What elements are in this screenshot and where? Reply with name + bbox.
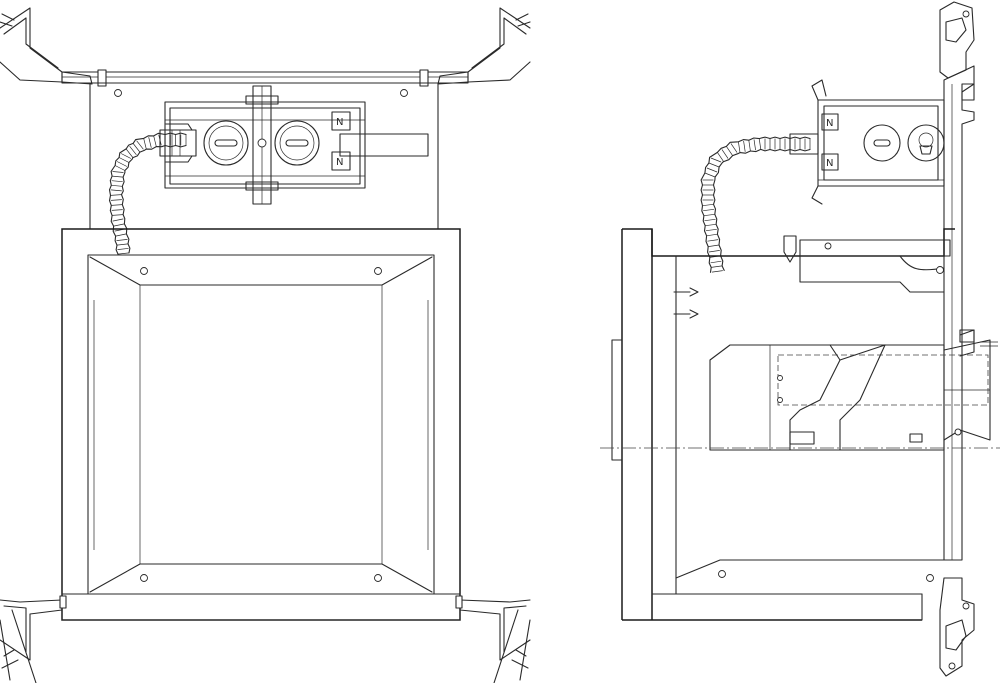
terminal-block: N N [331,111,351,171]
bottom-hanger-bar [0,595,531,683]
flexible-conduit-icon [700,136,811,273]
terminal-label: N [336,157,343,168]
mounting-bracket [939,1,975,677]
terminal-label: N [826,158,833,169]
front-view: N N [0,7,531,683]
side-housing [611,228,955,621]
top-hanger-bar [0,7,531,87]
side-junction-box: N N [789,79,945,205]
conduit-connector [159,123,197,163]
receptacle [203,120,320,166]
side-trim-assembly [709,329,998,451]
side-view: N N [600,1,1000,677]
main-housing [61,228,461,621]
terminal-label: N [336,117,343,128]
junction-box [164,85,429,205]
terminal-label: N [826,118,833,129]
flexible-conduit-icon [108,132,187,255]
